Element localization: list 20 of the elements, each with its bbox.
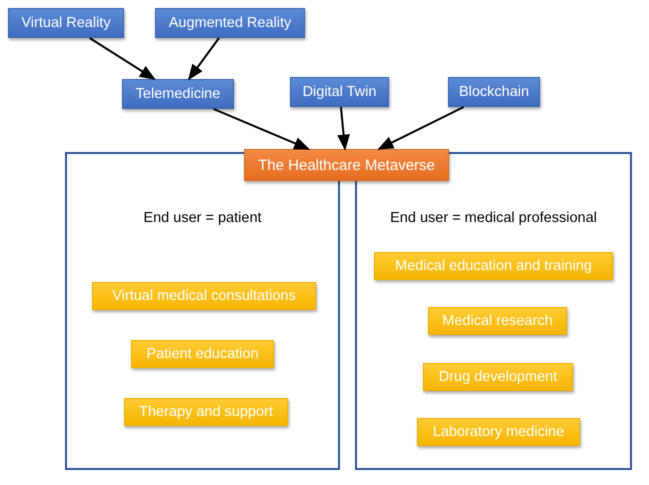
panel-heading: End user = patient [142,210,263,226]
item-box: Patient education [131,340,274,368]
item-box: Drug development [423,363,573,391]
concept-box: Blockchain [448,77,540,107]
concept-box: Augmented Reality [155,8,305,38]
item-box: Therapy and support [124,398,288,426]
item-box: Medical research [428,307,567,335]
arrow [89,37,156,80]
arrow [377,106,464,150]
arrow [188,37,220,80]
arrow [213,108,310,150]
item-box: Virtual medical consultations [92,282,316,310]
concept-box: Digital Twin [290,77,389,107]
arrow [337,106,350,151]
item-box: Medical education and training [374,252,613,280]
concept-box: The Healthcare Metaverse [244,149,449,181]
item-box: Laboratory medicine [417,418,580,446]
concept-box: Virtual Reality [8,8,124,38]
panel-heading: End user = medical professional [389,210,598,226]
concept-box: Telemedicine [122,79,234,109]
